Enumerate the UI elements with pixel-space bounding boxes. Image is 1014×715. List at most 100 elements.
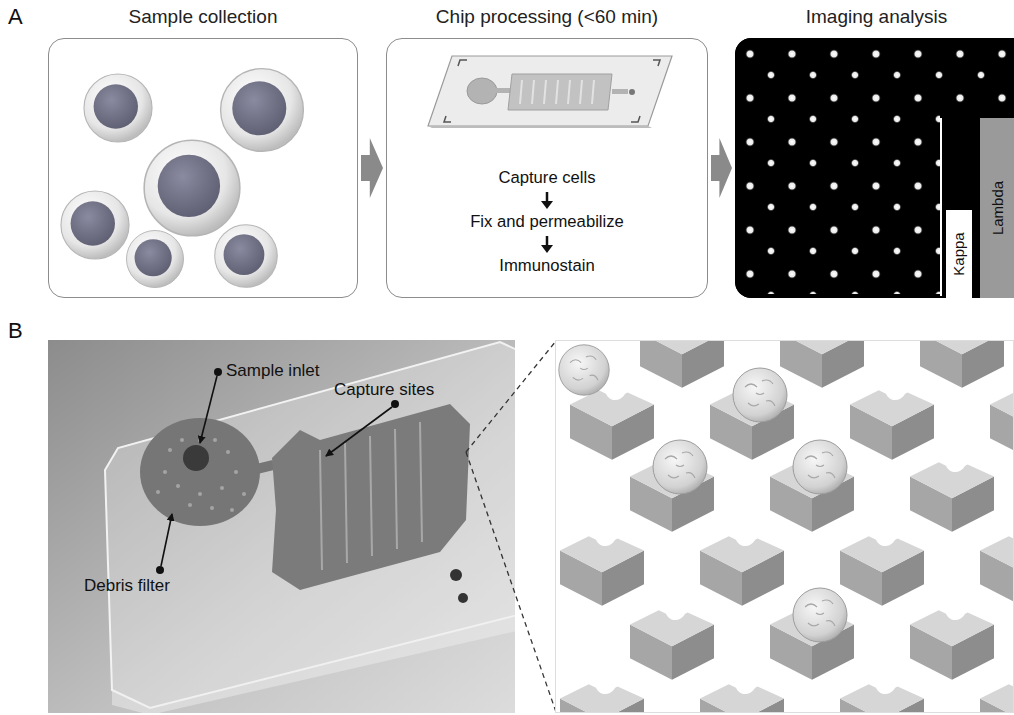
kappa-bar: Kappa bbox=[946, 210, 972, 298]
part-label: Debris filter bbox=[84, 576, 170, 596]
cell bbox=[144, 140, 240, 236]
shape-part bbox=[180, 438, 184, 442]
captured-cells bbox=[559, 345, 847, 642]
panel-heading: Imaging analysis bbox=[706, 6, 1014, 29]
panel-heading: Chip processing (<60 min) bbox=[357, 6, 737, 29]
step-arrow-head bbox=[541, 245, 553, 253]
shape-part bbox=[370, 436, 372, 556]
chip-channel bbox=[612, 89, 628, 94]
shape-part bbox=[630, 610, 714, 680]
flow-arrow bbox=[711, 138, 732, 198]
shape-part bbox=[559, 345, 609, 395]
chip-outlet bbox=[629, 89, 635, 95]
bar-label: Kappa bbox=[950, 232, 968, 275]
step-arrow-head bbox=[541, 201, 553, 209]
shape-part bbox=[230, 508, 234, 512]
outlet-hole bbox=[458, 593, 468, 603]
zoom-lines bbox=[466, 341, 556, 712]
shape-part bbox=[198, 492, 202, 496]
shape-part bbox=[733, 368, 787, 422]
shape-part bbox=[234, 470, 238, 474]
shape-part bbox=[220, 486, 224, 490]
trap-array bbox=[560, 340, 1014, 713]
shape-part bbox=[793, 440, 847, 494]
shape-part bbox=[188, 503, 192, 507]
trap-render bbox=[555, 340, 1014, 713]
shape-part bbox=[560, 684, 644, 713]
cell bbox=[215, 225, 278, 288]
cell bbox=[84, 74, 152, 142]
panel-letter: B bbox=[8, 318, 23, 344]
shape-part bbox=[466, 341, 556, 452]
render-ground bbox=[555, 340, 1014, 713]
chip-photo bbox=[48, 340, 515, 713]
stage-box: Sample collection bbox=[48, 38, 358, 298]
capture-array bbox=[272, 404, 470, 590]
shape-part bbox=[395, 429, 397, 549]
panel-letter: A bbox=[8, 4, 23, 30]
process-step: Fix and permeabilize bbox=[391, 212, 703, 232]
shape-part bbox=[653, 440, 707, 494]
chip-array bbox=[508, 74, 612, 110]
part-label: Sample inlet bbox=[226, 361, 320, 381]
shape-part bbox=[226, 450, 230, 454]
chip-edge bbox=[428, 126, 652, 128]
shape-part bbox=[980, 536, 1014, 606]
scale-line bbox=[940, 118, 942, 296]
leader-dot bbox=[156, 566, 164, 574]
image-dots bbox=[940, 42, 1014, 114]
debris-filter-region bbox=[140, 418, 260, 526]
leader-line bbox=[161, 514, 172, 566]
step-arrow bbox=[546, 236, 549, 246]
shape-part bbox=[910, 610, 994, 680]
shape-part bbox=[920, 340, 1004, 388]
step-arrow bbox=[546, 192, 549, 202]
panel-heading: Sample collection bbox=[19, 6, 387, 29]
shape-part bbox=[320, 450, 322, 570]
fluorescence-image bbox=[735, 38, 1014, 298]
shape-part bbox=[700, 536, 784, 606]
shape-part bbox=[840, 536, 924, 606]
shape-part bbox=[168, 448, 172, 452]
process-step: Capture cells bbox=[391, 168, 703, 188]
leader-line bbox=[326, 407, 392, 456]
chip-array-lines bbox=[520, 80, 594, 104]
shape-part bbox=[910, 462, 994, 532]
stage-box: Chip processing (<60 min)Capture cellsFi… bbox=[386, 38, 708, 298]
shape-part bbox=[640, 340, 724, 388]
shape-part bbox=[156, 490, 160, 494]
bar-label: Lambda bbox=[989, 180, 1007, 234]
shape-part bbox=[466, 452, 556, 712]
cell bbox=[221, 69, 304, 152]
shape-part bbox=[850, 390, 934, 460]
process-step: Immunostain bbox=[391, 256, 703, 276]
shape-part bbox=[420, 422, 422, 542]
leader-dot bbox=[391, 400, 399, 408]
shape-part bbox=[560, 536, 644, 606]
glass-slide bbox=[105, 342, 515, 708]
shape-part bbox=[980, 684, 1014, 713]
chip-slide bbox=[428, 56, 672, 126]
render-frame bbox=[556, 341, 1014, 713]
chip-channel bbox=[496, 88, 510, 93]
image-dots bbox=[740, 42, 940, 294]
shape-part bbox=[242, 492, 246, 496]
cell bbox=[61, 191, 129, 259]
chip-corner-marks bbox=[444, 60, 660, 122]
shape-part bbox=[176, 484, 180, 488]
shape-part bbox=[990, 390, 1014, 460]
leader-line bbox=[200, 376, 217, 443]
glass-edge bbox=[112, 612, 515, 713]
capture-array-lines bbox=[320, 422, 422, 570]
lambda-bar: Lambda bbox=[980, 118, 1014, 298]
shape-part bbox=[700, 684, 784, 713]
photo-channel bbox=[255, 460, 275, 474]
chip-inlet bbox=[467, 78, 497, 104]
shape-part bbox=[345, 443, 347, 563]
sample-inlet-hole bbox=[183, 445, 209, 471]
filter-posts bbox=[156, 438, 246, 512]
